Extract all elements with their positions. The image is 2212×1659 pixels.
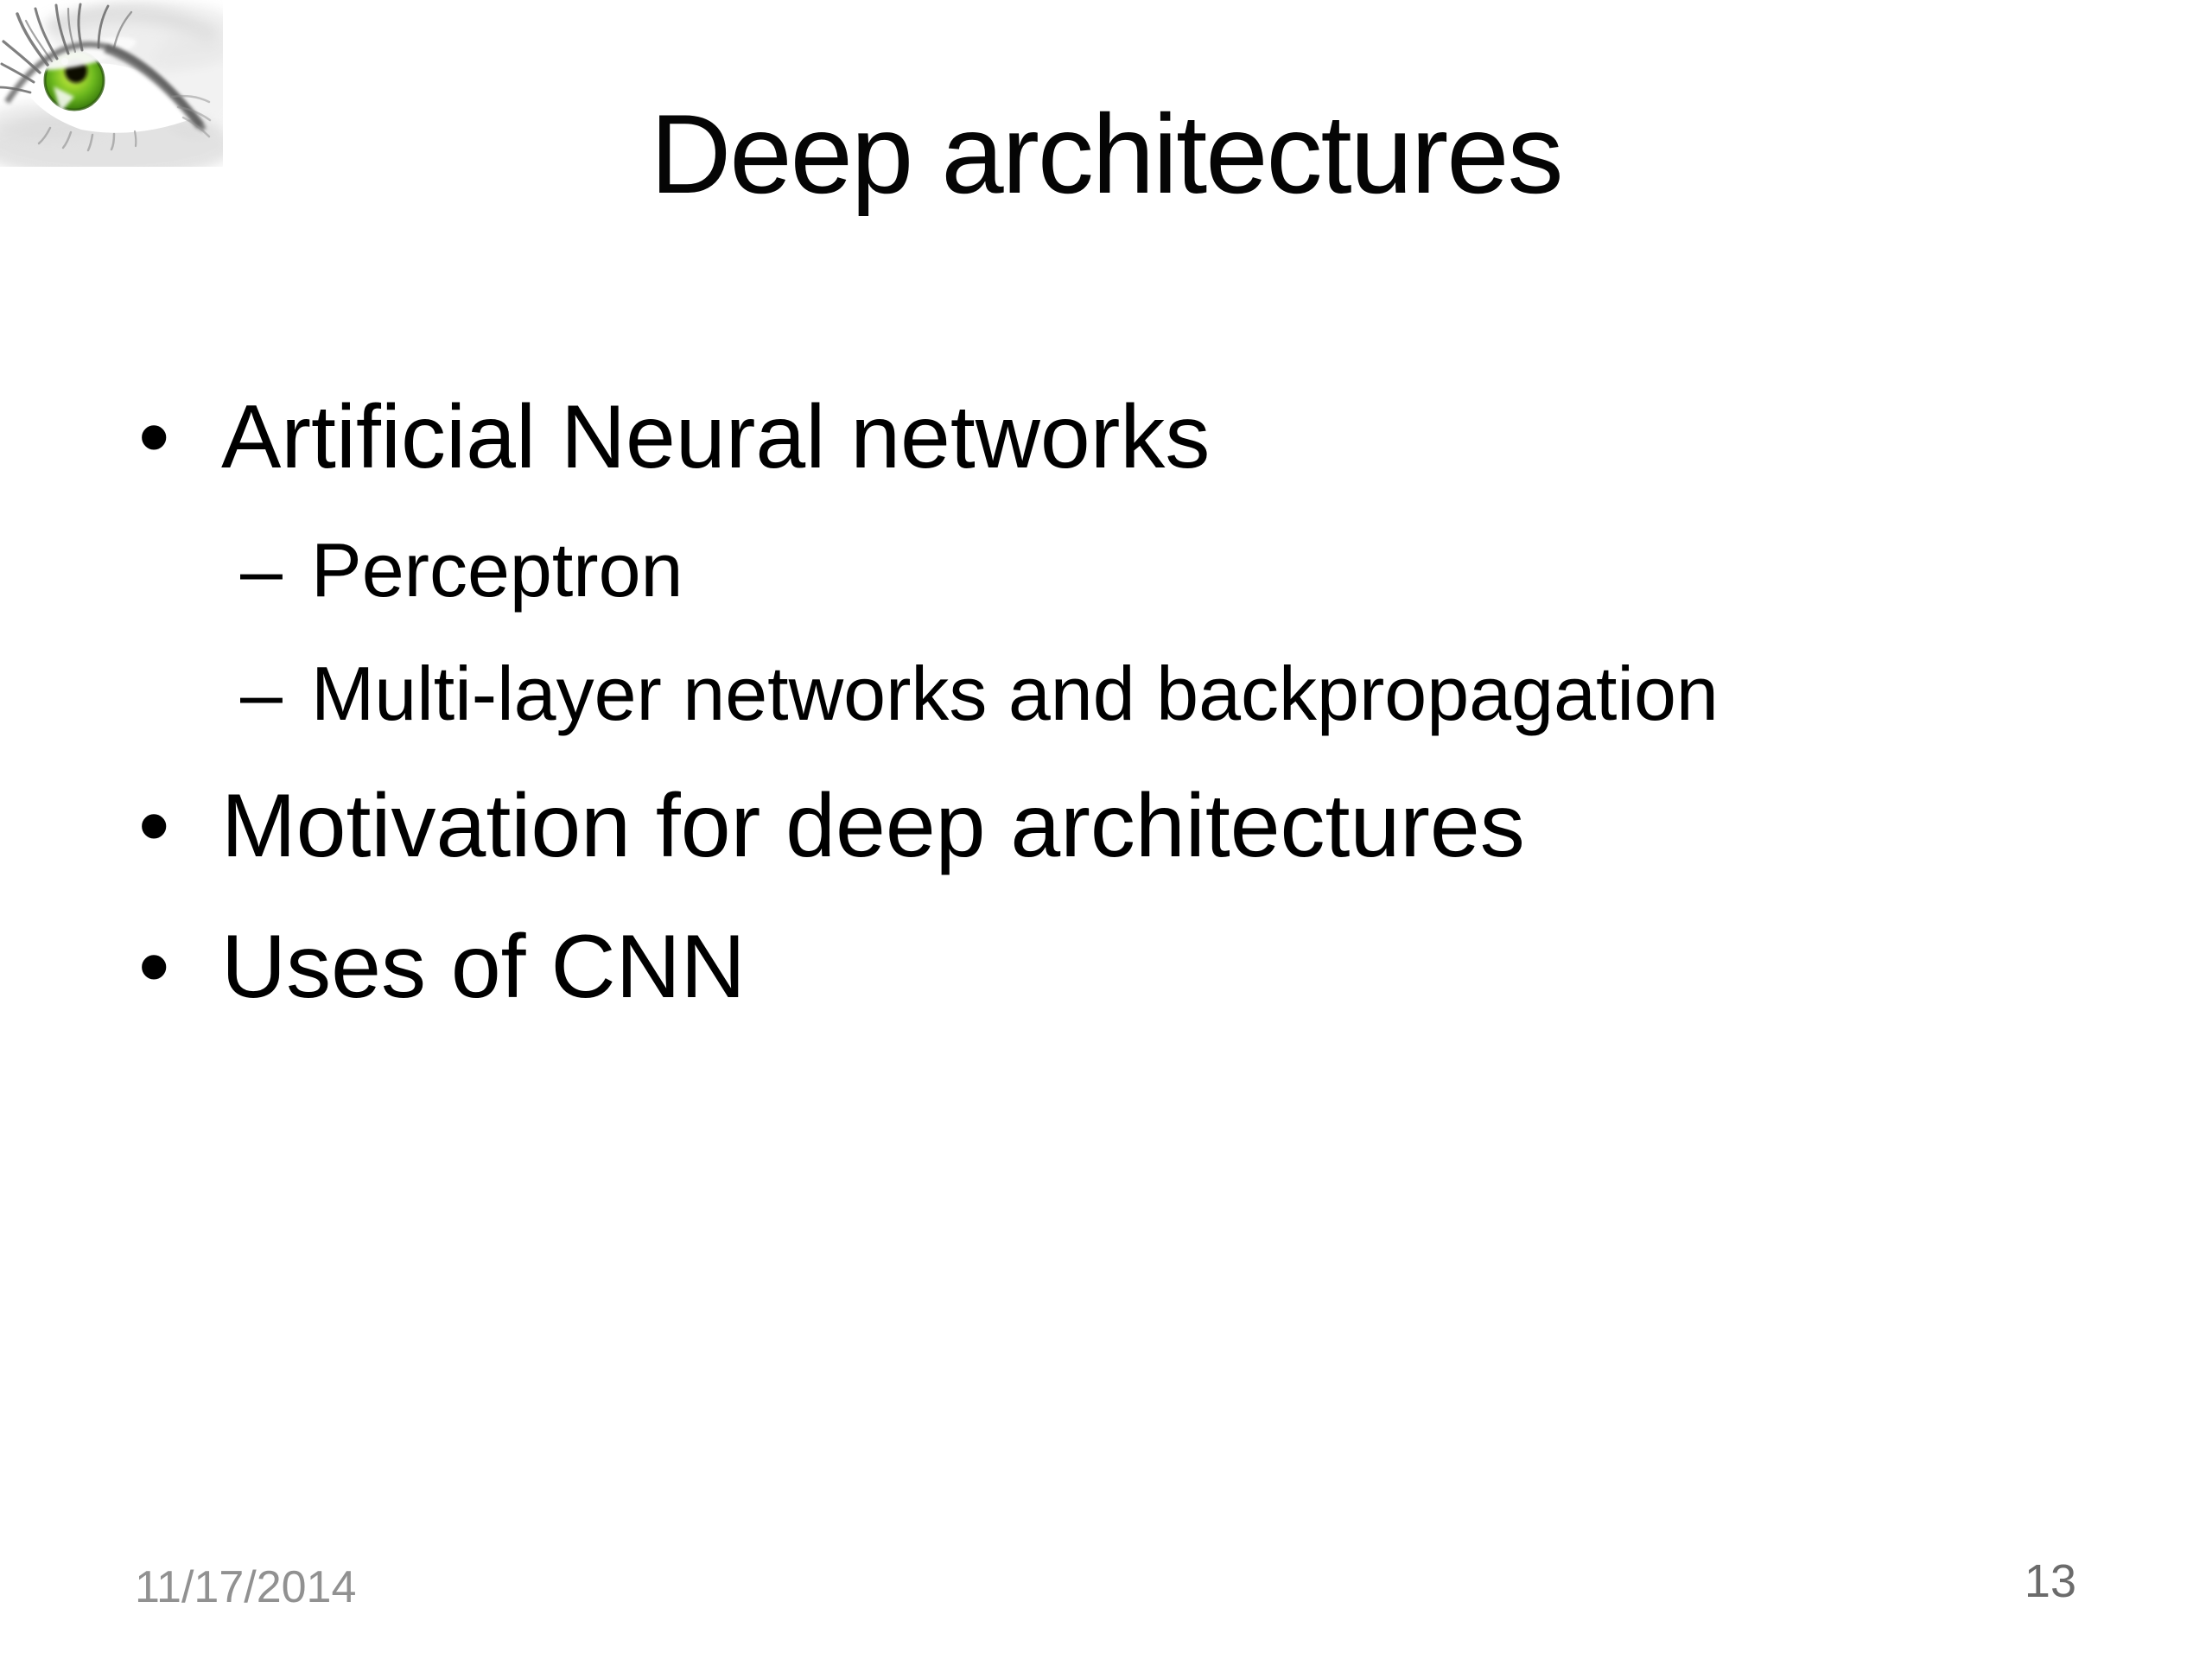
bullet-item: • Motivation for deep architectures <box>138 772 2143 880</box>
bullet-text: Motivation for deep architectures <box>221 775 1525 876</box>
bullet-dot-marker: • <box>138 387 170 487</box>
bullet-text: Uses of CNN <box>221 916 746 1017</box>
bullet-item: • Uses of CNN <box>138 913 2143 1021</box>
bullet-item: – Perceptron <box>138 524 2143 616</box>
bullet-item: • Artificial Neural networks <box>138 384 2143 492</box>
eye-logo <box>0 2 223 167</box>
bullet-dash-marker: – <box>240 526 283 613</box>
bullet-text: Multi-layer networks and backpropagation <box>311 651 1719 737</box>
bullet-list: • Artificial Neural networks – Perceptro… <box>138 384 2143 1021</box>
bullet-text: Perceptron <box>311 526 683 613</box>
bullet-item: – Multi-layer networks and backpropagati… <box>138 648 2143 740</box>
footer-date: 11/17/2014 <box>135 1562 357 1612</box>
page-title: Deep architectures <box>650 91 1563 217</box>
bullet-dash-marker: – <box>240 651 283 737</box>
bullet-dot-marker: • <box>138 916 170 1017</box>
bullet-text: Artificial Neural networks <box>221 387 1211 487</box>
bullet-dot-marker: • <box>138 775 170 876</box>
slide-number: 13 <box>2024 1555 2076 1607</box>
